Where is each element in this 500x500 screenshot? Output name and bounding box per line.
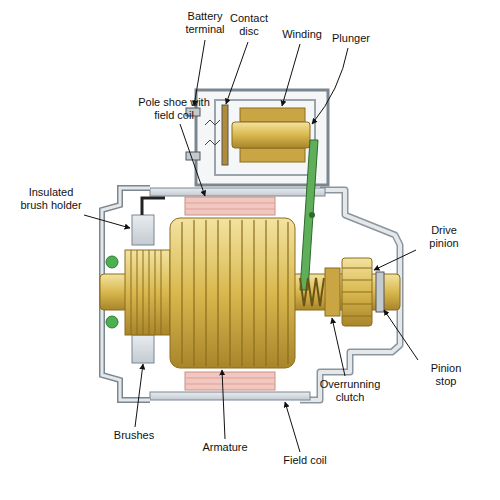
part-label: Armature [196,441,254,454]
part-label: Contact disc [226,12,272,38]
part-label: Battery terminal [176,10,234,36]
part-label: Drive pinion [418,224,470,250]
part-label: Winding [276,28,328,41]
part-label: Plunger [326,32,376,45]
part-label: Overrunning clutch [312,378,388,404]
part-label: Field coil [276,454,334,467]
part-label: Pinion stop [420,362,472,388]
part-label: Pole shoe with field coil [128,96,220,122]
part-label: Insulated brush holder [20,186,82,212]
part-label: Brushes [106,429,162,442]
